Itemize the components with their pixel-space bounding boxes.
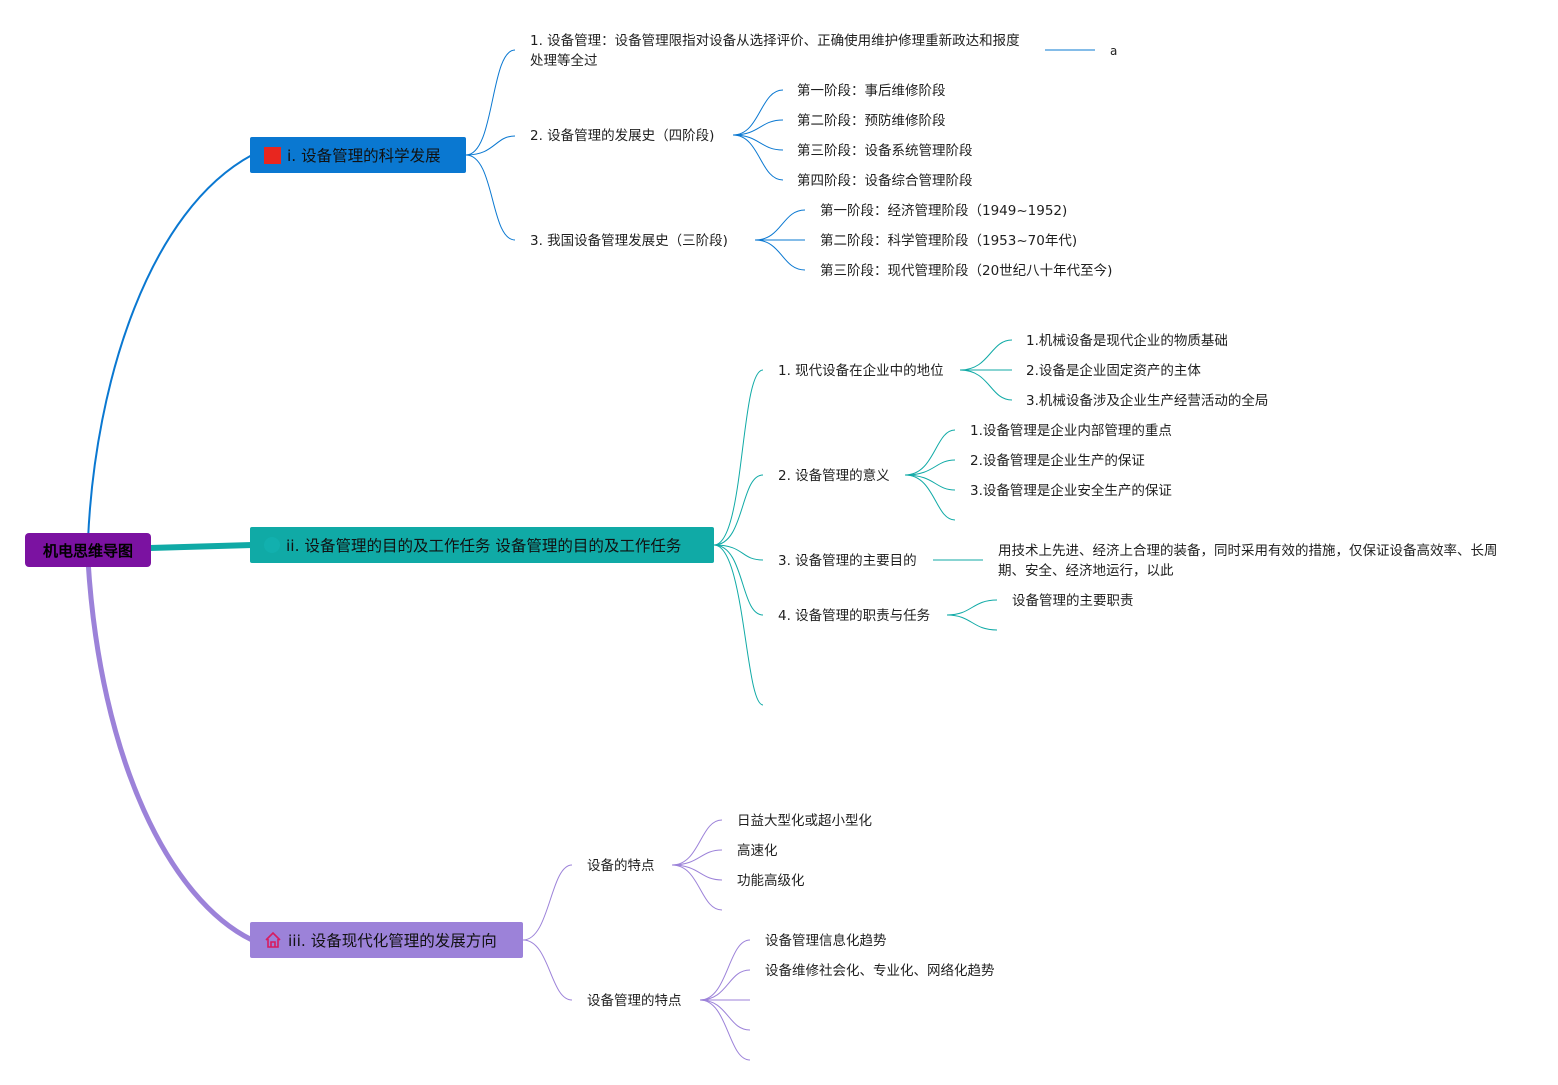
- leaf-a[interactable]: a: [1110, 44, 1118, 58]
- subtopic-status[interactable]: 1. 现代设备在企业中的地位: [778, 363, 944, 379]
- subtopic-duties[interactable]: 4. 设备管理的职责与任务: [778, 608, 931, 624]
- leaf-status-1[interactable]: 1.机械设备是现代企业的物质基础: [1026, 333, 1228, 349]
- leaf-feature-3[interactable]: 功能高级化: [737, 873, 805, 889]
- subtopic-definition[interactable]: 1. 设备管理：设备管理限指对设备从选择评价、正确使用维护修理重新政达和报度处理…: [530, 33, 1020, 69]
- branch-topic-2-label: ii. 设备管理的目的及工作任务 设备管理的目的及工作任务: [286, 537, 682, 555]
- root-to-branch-3-line: [85, 559, 254, 943]
- branch-topic-2[interactable]: ii. 设备管理的目的及工作任务 设备管理的目的及工作任务: [250, 527, 714, 563]
- branch-topic-1[interactable]: i. 设备管理的科学发展: [250, 137, 466, 173]
- leaf-status-3[interactable]: 3.机械设备涉及企业生产经营活动的全局: [1026, 393, 1269, 409]
- home-icon: [264, 931, 282, 949]
- leaf-significance-1[interactable]: 1.设备管理是企业内部管理的重点: [970, 423, 1172, 439]
- leaf-stage-2[interactable]: 第二阶段：预防维修阶段: [797, 113, 946, 129]
- leaf-stage-4[interactable]: 第四阶段：设备综合管理阶段: [797, 173, 973, 189]
- leaf-china-stage-2[interactable]: 第二阶段：科学管理阶段（1953~70年代): [820, 233, 1078, 249]
- branch-topic-3-label: iii. 设备现代化管理的发展方向: [288, 932, 497, 950]
- leaf-main-purpose[interactable]: 用技术上先进、经济上合理的装备，同时采用有效的措施，仅保证设备高效率、长周期、安…: [998, 543, 1498, 579]
- subtopic-significance[interactable]: 2. 设备管理的意义: [778, 468, 890, 484]
- leaf-feature-1[interactable]: 日益大型化或超小型化: [737, 813, 872, 829]
- globe-icon: [264, 537, 280, 553]
- subtopic-history-four-stages[interactable]: 2. 设备管理的发展史（四阶段): [530, 128, 715, 144]
- root-topic-label: 机电思维导图: [42, 541, 133, 560]
- leaf-feature-2[interactable]: 高速化: [737, 843, 778, 859]
- leaf-status-2[interactable]: 2.设备是企业固定资产的主体: [1026, 363, 1201, 379]
- subtopic-management-features[interactable]: 设备管理的特点: [587, 993, 682, 1009]
- root-topic[interactable]: 机电思维导图: [25, 533, 151, 567]
- red-square-icon: [264, 146, 281, 164]
- leaf-significance-2[interactable]: 2.设备管理是企业生产的保证: [970, 453, 1145, 469]
- leaf-china-stage-3[interactable]: 第三阶段：现代管理阶段（20世纪八十年代至今): [820, 263, 1113, 279]
- leaf-china-stage-1[interactable]: 第一阶段：经济管理阶段（1949~1952): [820, 203, 1068, 219]
- leaf-stage-3[interactable]: 第三阶段：设备系统管理阶段: [797, 143, 973, 159]
- leaf-mgmt-feature-2[interactable]: 设备维修社会化、专业化、网络化趋势: [765, 963, 995, 979]
- subtopic-equipment-features[interactable]: 设备的特点: [587, 858, 655, 874]
- leaf-significance-3[interactable]: 3.设备管理是企业安全生产的保证: [970, 483, 1172, 499]
- root-to-branch-1-line: [87, 154, 253, 541]
- branch-topic-1-label: i. 设备管理的科学发展: [287, 147, 441, 165]
- leaf-stage-1[interactable]: 第一阶段：事后维修阶段: [797, 83, 946, 99]
- leaf-mgmt-feature-1[interactable]: 设备管理信息化趋势: [765, 933, 887, 949]
- branch-topic-3[interactable]: iii. 设备现代化管理的发展方向: [250, 922, 523, 958]
- root-to-branch-2-line: [149, 542, 253, 551]
- leaf-main-duties[interactable]: 设备管理的主要职责: [1012, 593, 1134, 609]
- subtopic-china-history[interactable]: 3. 我国设备管理发展史（三阶段): [530, 233, 728, 249]
- subtopic-main-purpose[interactable]: 3. 设备管理的主要目的: [778, 553, 917, 569]
